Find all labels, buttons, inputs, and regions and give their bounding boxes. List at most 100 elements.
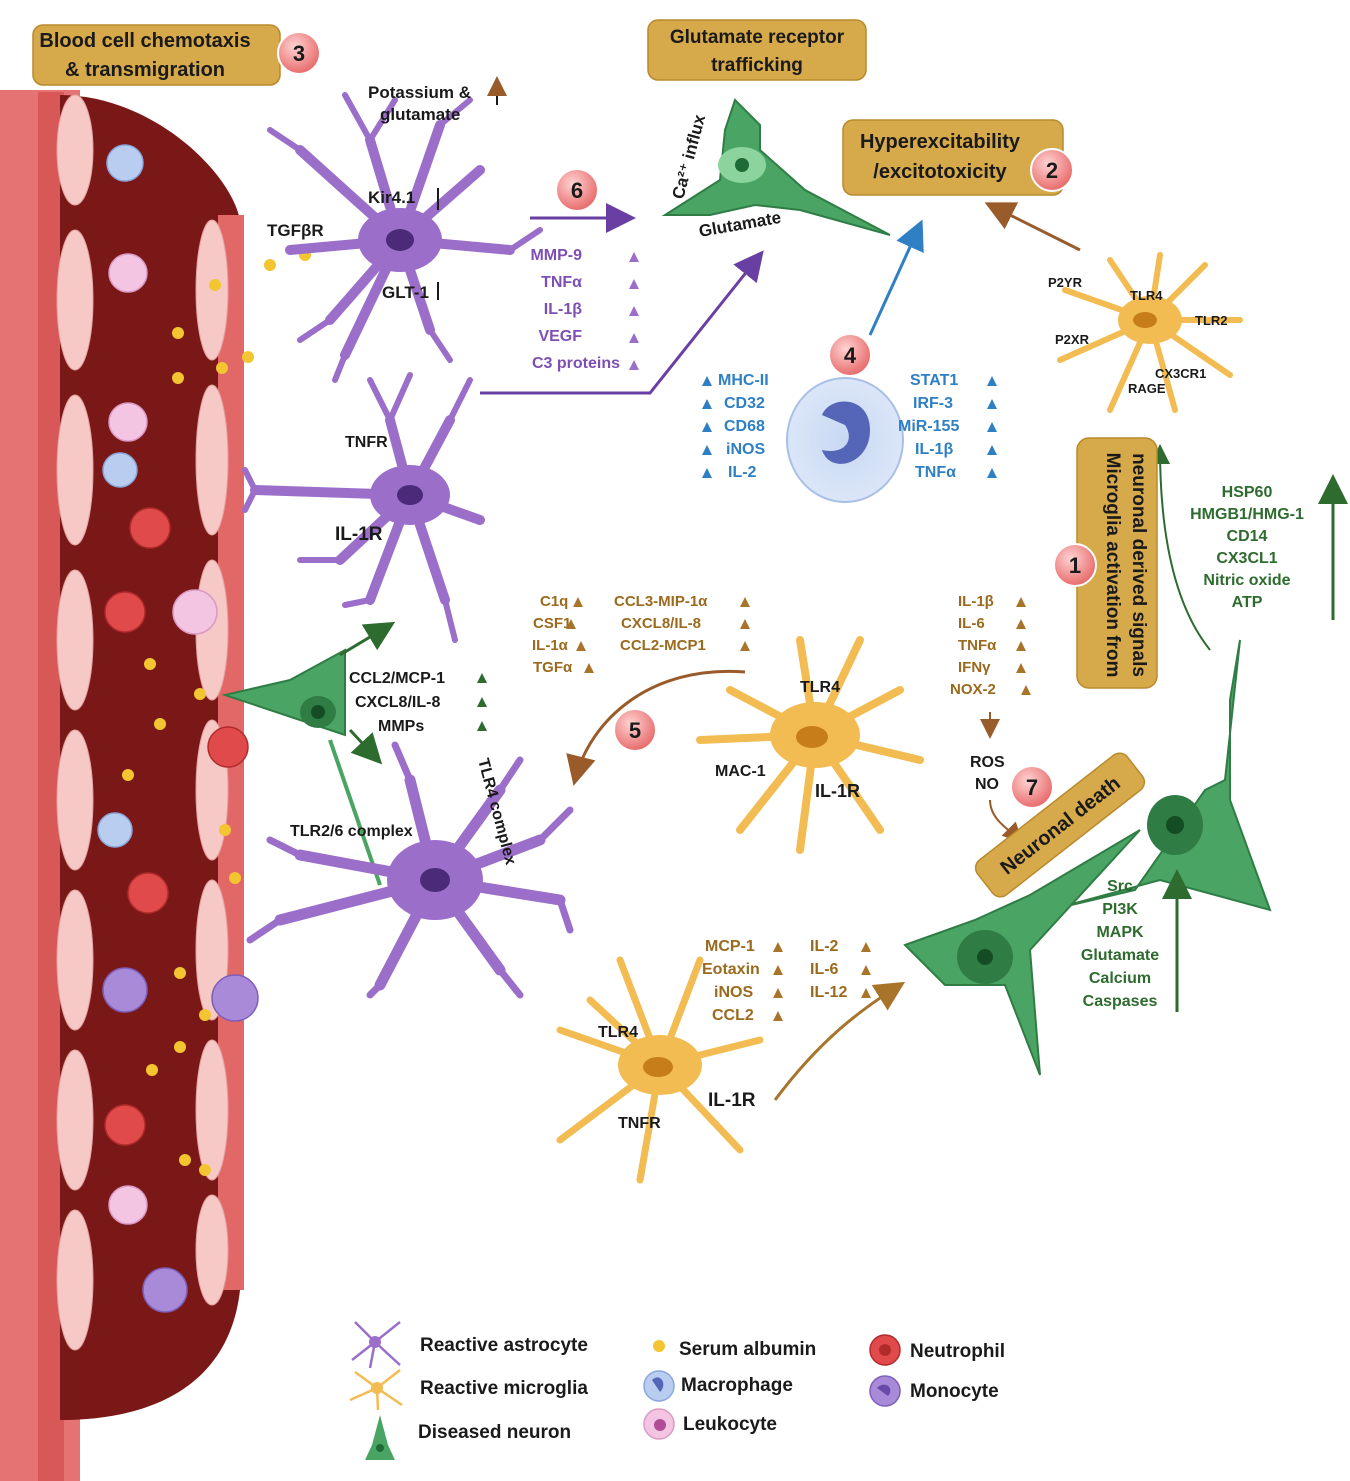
badge-3: 3	[277, 31, 321, 75]
badge-7: 7	[1010, 765, 1054, 809]
svg-text:5: 5	[629, 718, 641, 743]
legend-leukocyte: Leukocyte	[683, 1414, 777, 1435]
receptor-label: TLR4	[1130, 288, 1163, 303]
microglia-low	[556, 956, 764, 1184]
microglia-low-labels: TLR4 TNFR IL-1R	[598, 1024, 756, 1132]
glutamate-box: Glutamate receptor trafficking	[647, 19, 867, 81]
receptor-label: CX3CR1	[1155, 366, 1206, 381]
microglia-mid	[696, 636, 924, 854]
signal-item: Nitric oxide	[1203, 572, 1290, 589]
badge-6: 6	[555, 168, 599, 212]
legend-microglia-icon	[349, 1369, 403, 1411]
factor-item: CCL2-MCP1	[620, 637, 706, 654]
step-badges: 1 2 3 4 5 6 7	[277, 31, 1097, 809]
factor-item: VEGF	[538, 328, 582, 345]
marker-item: MHC-II	[718, 372, 769, 389]
factor-item: C1q	[540, 593, 568, 610]
factor-item: IL-1β	[958, 593, 994, 610]
potassium-label-1: Potassium &	[368, 83, 471, 102]
signal-item: HSP60	[1222, 484, 1273, 501]
legend-serum-albumin: Serum albumin	[679, 1339, 816, 1360]
macrophage-marker-list: MHC-II CD32 CD68 iNOS IL-2 STAT1 IRF-3 M…	[702, 372, 997, 481]
legend-astrocyte-icon	[351, 1321, 401, 1369]
microglia-low-factors: MCP-1 Eotaxin iNOS CCL2 IL-2 IL-6 IL-12	[702, 938, 871, 1024]
legend: Reactive astrocyte Reactive microglia Di…	[349, 1321, 1005, 1460]
svg-text:1: 1	[1069, 553, 1081, 578]
receptor-label: TLR2	[1195, 313, 1228, 328]
receptor-label: P2XR	[1055, 332, 1090, 347]
astrocyte-mid	[242, 372, 485, 643]
microglia-line2: neuronal derived signals	[1128, 453, 1149, 677]
factor-item: CXCL8/IL-8	[355, 694, 440, 711]
astrocyte-top	[267, 92, 543, 383]
pathway-item: Caspases	[1083, 993, 1158, 1010]
neuron-pathway-list: Src PI3K MAPK Glutamate Calcium Caspases	[1081, 878, 1159, 1010]
neuron-left-factors: CCL2/MCP-1 CXCL8/IL-8 MMPs	[349, 670, 487, 735]
marker-item: CD32	[724, 395, 765, 412]
factor-item: CCL2/MCP-1	[349, 670, 445, 687]
tlr26-label: TLR2/6 complex	[290, 823, 413, 840]
legend-leukocyte-icon	[643, 1408, 675, 1440]
tnfr-label: TNFR	[345, 434, 388, 451]
signal-item: HMGB1/HMG-1	[1190, 506, 1304, 523]
astrocyte-factor-list: MMP-9 TNFα IL-1β VEGF C3 proteins	[530, 247, 639, 372]
neuron-right-large	[1049, 639, 1272, 912]
chemotaxis-line1: Blood cell chemotaxis	[39, 30, 250, 52]
glutamate-line1: Glutamate receptor	[670, 27, 845, 48]
il1r-label: IL-1R	[335, 524, 383, 545]
macrophage-central	[786, 377, 904, 503]
legend-diseased-neuron: Diseased neuron	[418, 1422, 571, 1443]
legend-macrophage-icon	[643, 1370, 675, 1402]
factor-item: iNOS	[714, 984, 753, 1001]
pathway-item: Calcium	[1089, 970, 1151, 987]
legend-reactive-microglia: Reactive microglia	[420, 1378, 588, 1399]
microglia-top-labels: P2YR TLR4 TLR2 P2XR RAGE CX3CR1	[1048, 275, 1228, 396]
svg-text:3: 3	[293, 41, 305, 66]
neuronal-signal-list: HSP60 HMGB1/HMG-1 CD14 CX3CL1 Nitric oxi…	[1190, 484, 1304, 611]
factor-item: TNFα	[541, 274, 582, 291]
factor-item: IFNγ	[958, 659, 991, 676]
factor-item: IL-1β	[544, 301, 582, 318]
badge-1: 1	[1053, 543, 1097, 587]
factor-item: NOX-2	[950, 681, 996, 698]
neuron-top	[661, 98, 891, 236]
pathway-item: Glutamate	[1081, 947, 1159, 964]
marker-item: CD68	[724, 418, 765, 435]
factor-item: MMP-9	[530, 247, 582, 264]
microglia-mid-labels: TLR4 MAC-1 IL-1R ROS NO	[715, 679, 1005, 801]
neuron-left	[221, 648, 382, 886]
legend-neuron-icon	[365, 1415, 395, 1460]
microglia-line1: Microglia activation from	[1102, 453, 1123, 678]
marker-item: MiR-155	[898, 418, 959, 435]
il1r-label: IL-1R	[815, 781, 860, 801]
factor-item: CCL2	[712, 1007, 754, 1024]
tlr4-label: TLR4	[800, 679, 840, 696]
kir-label: Kir4.1	[368, 188, 415, 207]
marker-item: IL-1β	[915, 441, 953, 458]
glutamate-line2: trafficking	[711, 55, 803, 76]
svg-text:4: 4	[844, 343, 857, 368]
hyper-line2: /excitotoxicity	[873, 161, 1007, 183]
svg-text:2: 2	[1046, 158, 1058, 183]
microglia-top	[1057, 252, 1243, 413]
svg-text:7: 7	[1026, 775, 1038, 800]
factor-item: IL-1α	[532, 637, 569, 654]
hyper-line1: Hyperexcitability	[860, 131, 1021, 153]
mac1-label: MAC-1	[715, 763, 766, 780]
marker-item: IL-2	[728, 464, 757, 481]
badge-4: 4	[828, 333, 872, 377]
no-label: NO	[975, 776, 999, 793]
pathway-item: MAPK	[1096, 924, 1144, 941]
marker-item: IRF-3	[913, 395, 953, 412]
marker-item: TNFα	[915, 464, 956, 481]
hyperexcitability-box: Hyperexcitability /excitotoxicity	[842, 119, 1064, 196]
legend-reactive-astrocyte: Reactive astrocyte	[420, 1335, 588, 1356]
receptor-label: RAGE	[1128, 381, 1166, 396]
legend-monocyte: Monocyte	[910, 1381, 999, 1402]
pathway-item: Src	[1107, 878, 1133, 895]
microglia-mid-factors: C1q CSF1 IL-1α TGFα CCL3-MIP-1α CXCL8/IL…	[532, 593, 1031, 698]
signal-item: CD14	[1227, 528, 1268, 545]
blood-vessel	[0, 90, 311, 1481]
potassium-label-2: glutamate	[380, 105, 460, 124]
tlr4-label: TLR4	[598, 1024, 638, 1041]
